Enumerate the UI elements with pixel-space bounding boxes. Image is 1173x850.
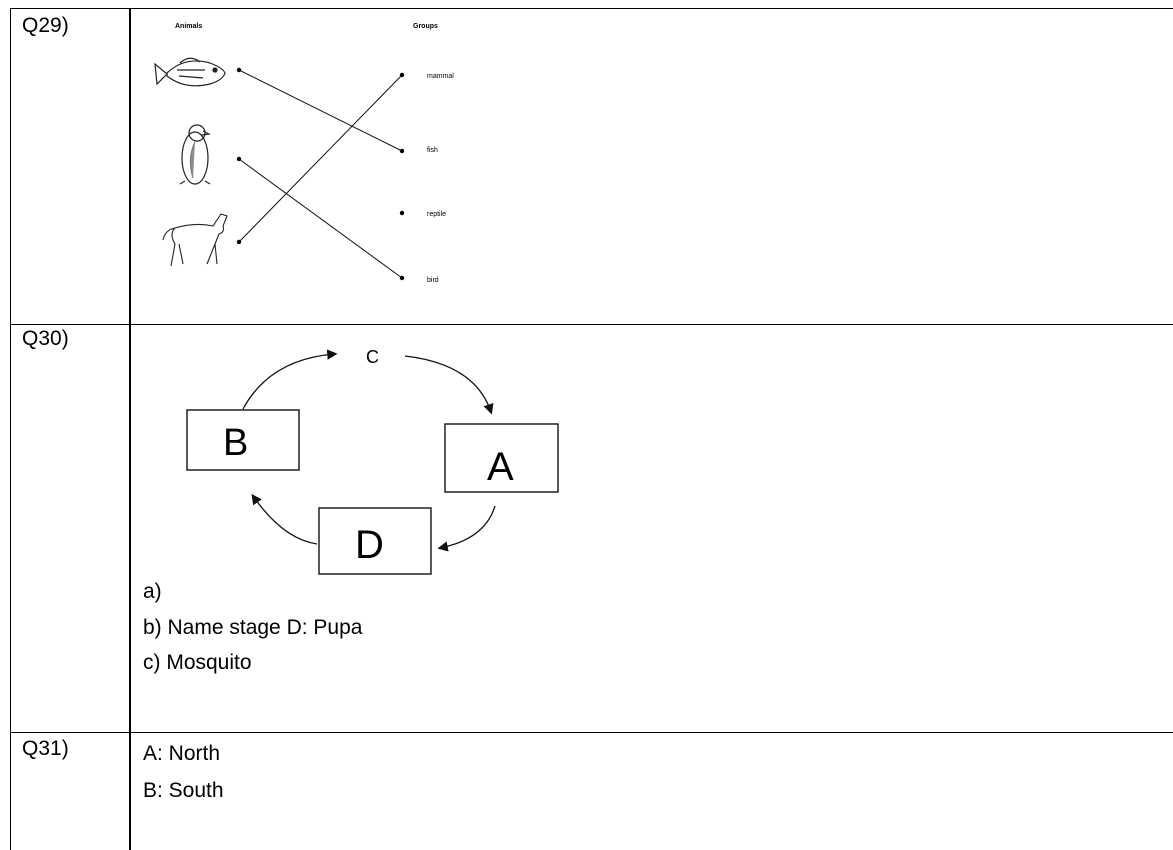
row-divider-2 xyxy=(10,732,1173,733)
groups-heading: Groups xyxy=(413,23,438,30)
animals-heading: Animals xyxy=(175,23,202,30)
fish-icon xyxy=(154,57,226,87)
arrow-a-to-d xyxy=(437,505,496,552)
penguin-icon xyxy=(179,124,211,185)
arrow-c-to-a xyxy=(404,355,494,415)
table-left-border xyxy=(10,8,11,850)
arrow-d-to-b xyxy=(251,493,318,545)
right-dots xyxy=(399,72,405,281)
q30-answer-b: b) Name stage D: Pupa xyxy=(143,616,363,639)
q31-answer-a: A: North xyxy=(143,742,221,765)
q31-answer-b: B: South xyxy=(143,779,224,802)
table-top-border xyxy=(10,8,1173,9)
stage-box-d xyxy=(318,507,432,575)
group-label-fish: fish xyxy=(427,147,438,154)
table-column-divider xyxy=(129,8,131,850)
arrow-b-to-c xyxy=(242,349,338,410)
row-divider-1 xyxy=(10,324,1173,325)
stage-label-c: C xyxy=(366,347,379,367)
question-label-q29: Q29) xyxy=(22,14,69,37)
stage-box-b xyxy=(186,409,300,471)
question-label-q30: Q30) xyxy=(22,327,69,350)
group-label-mammal: mammal xyxy=(427,73,454,80)
left-dots xyxy=(236,67,242,245)
life-cycle-diagram: C B A D xyxy=(186,347,559,575)
q30-answer-a: a) xyxy=(143,580,162,603)
group-label-reptile: reptile xyxy=(427,211,446,218)
stage-box-a xyxy=(444,423,559,493)
stage-letter-d: D xyxy=(355,523,384,567)
matching-figure: Animals Groups xyxy=(154,23,454,284)
question-label-q31: Q31) xyxy=(22,737,69,760)
horse-icon xyxy=(162,213,228,267)
stage-letter-b: B xyxy=(223,422,248,464)
match-lines xyxy=(238,69,403,279)
group-label-bird: bird xyxy=(427,277,439,284)
stage-letter-a: A xyxy=(487,445,514,489)
q30-answer-c: c) Mosquito xyxy=(143,651,252,674)
